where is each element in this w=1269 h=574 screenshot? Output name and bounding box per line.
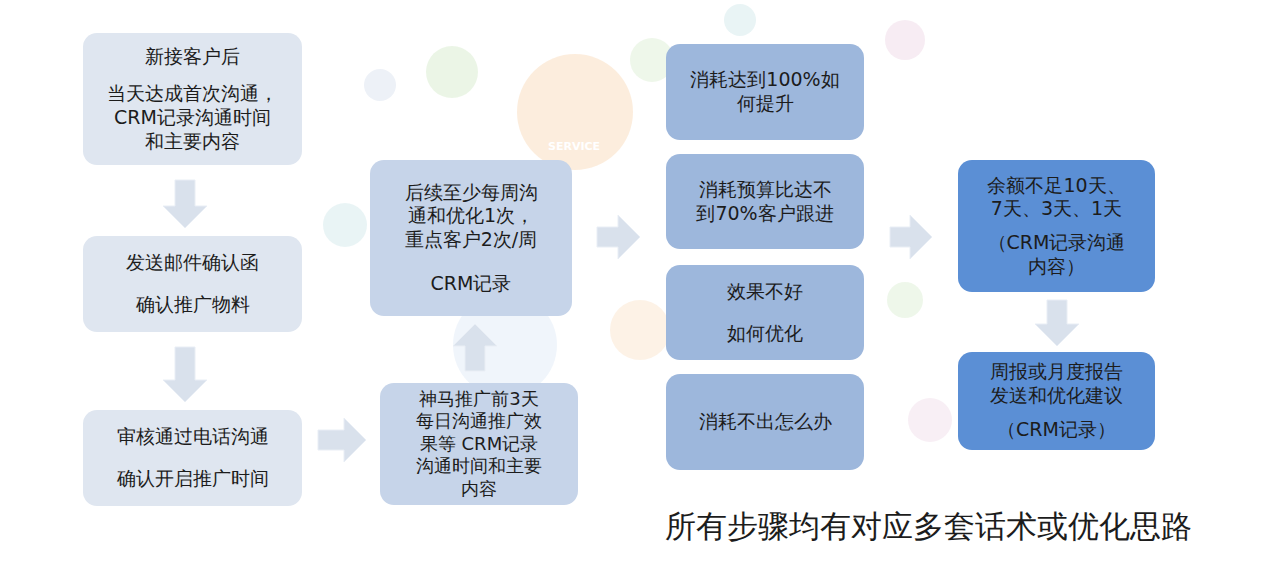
background-icon <box>885 20 925 60</box>
process-box: 神马推广前3天 每日沟通推广效 果等 CRM记录 沟通时间和主要 内容 <box>380 383 578 505</box>
block-arrow <box>890 215 932 259</box>
background-icon <box>517 54 633 170</box>
node-text: 如何优化 <box>727 322 803 346</box>
watermark-text: SERVICE <box>548 140 600 153</box>
process-box: 消耗达到100%如 何提升 <box>666 44 864 140</box>
node-text: 神马推广前3天 每日沟通推广效 果等 CRM记录 沟通时间和主要 内容 <box>396 388 562 501</box>
background-icon <box>724 4 756 36</box>
node-text: CRM记录 <box>431 272 512 296</box>
block-arrow <box>163 347 207 402</box>
node-text: 发送邮件确认函 <box>126 251 259 275</box>
process-box: 消耗预算比达不 到70%客户跟进 <box>666 154 864 249</box>
background-icon <box>426 46 478 98</box>
process-box: 后续至少每周沟 通和优化1次， 重点客户2次/周 CRM记录 <box>370 160 572 316</box>
caption-note: 所有步骤均有对应多套话术或优化思路 <box>665 506 1192 548</box>
node-text: 确认开启推广时间 <box>117 467 269 491</box>
node-text: 余额不足10天、 7天、3天、1天 <box>972 174 1141 222</box>
node-text: 新接客户后 <box>145 45 240 69</box>
node-text: 后续至少每周沟 通和优化1次， 重点客户2次/周 <box>390 181 552 252</box>
node-text: 周报或月度报告 发送和优化建议 <box>972 360 1141 408</box>
node-text: 确认推广物料 <box>136 293 250 317</box>
process-box: 周报或月度报告 发送和优化建议 （CRM记录） <box>958 352 1155 450</box>
background-icon <box>887 282 923 318</box>
background-icon <box>610 300 670 360</box>
background-icon <box>323 203 367 247</box>
background-icon <box>908 398 952 442</box>
node-text: 消耗不出怎么办 <box>699 410 832 434</box>
block-arrow <box>597 215 640 259</box>
process-box: 新接客户后当天达成首次沟通， CRM记录沟通时间 和主要内容 <box>83 33 302 165</box>
block-arrow <box>318 418 366 462</box>
node-text: 消耗预算比达不 到70%客户跟进 <box>684 178 846 226</box>
node-text: （CRM记录） <box>997 418 1116 442</box>
block-arrow <box>1035 300 1079 346</box>
node-text: 效果不好 <box>727 280 803 304</box>
node-text: （CRM记录沟通 内容） <box>972 231 1141 279</box>
process-box: 余额不足10天、 7天、3天、1天 （CRM记录沟通 内容） <box>958 160 1155 292</box>
node-text: 审核通过电话沟通 <box>117 425 269 449</box>
process-box: 审核通过电话沟通确认开启推广时间 <box>83 410 302 506</box>
node-text: 当天达成首次沟通， CRM记录沟通时间 和主要内容 <box>95 82 290 153</box>
block-arrow <box>453 324 497 371</box>
process-box: 发送邮件确认函确认推广物料 <box>83 236 302 332</box>
background-icon <box>364 69 396 101</box>
process-box: 效果不好如何优化 <box>666 265 864 360</box>
process-box: 消耗不出怎么办 <box>666 374 864 470</box>
node-text: 消耗达到100%如 何提升 <box>684 68 846 116</box>
block-arrow <box>163 180 207 228</box>
